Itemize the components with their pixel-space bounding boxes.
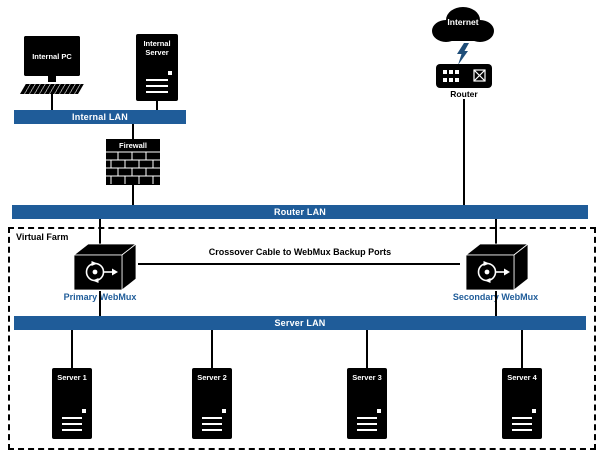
internal-lan-bar: Internal LAN [14, 110, 186, 124]
router-lan-bar: Router LAN [12, 205, 588, 219]
crossover-cable-label: Crossover Cable to WebMux Backup Ports [208, 247, 392, 257]
server-vents-icon [512, 417, 532, 433]
connector-firewall-to-router-lan [132, 185, 134, 205]
internet-node: Internet [430, 4, 496, 46]
connector-router-to-router-lan [463, 99, 465, 205]
firewall-node: Firewall [106, 139, 160, 185]
connector-internal-lan-to-firewall [132, 124, 134, 139]
connector-router-lan-to-secondary-webmux [495, 219, 497, 244]
primary-webmux-node [68, 242, 138, 292]
server-lan-bar: Server LAN [14, 316, 586, 330]
internal-server-label: Internal Server [143, 39, 171, 58]
power-dot-icon [222, 409, 226, 413]
server-vents-icon [62, 417, 82, 433]
server-vents-icon [357, 417, 377, 433]
router-lan-label: Router LAN [274, 207, 326, 217]
power-dot-icon [82, 409, 86, 413]
server-lan-label: Server LAN [274, 318, 326, 328]
server-3-label: Server 3 [352, 373, 382, 382]
webmux-icon [72, 243, 138, 291]
connector-server-lan-to-server-1 [71, 330, 73, 368]
lightning-bolt-icon [457, 43, 469, 65]
connector-internal-server-to-internal-lan [156, 96, 158, 110]
internet-label: Internet [447, 17, 479, 27]
server-vents-icon [202, 417, 222, 433]
internal-pc-node: Internal PC [20, 36, 84, 96]
power-dot-icon [377, 409, 381, 413]
connector-secondary-webmux-to-server-lan [495, 291, 497, 316]
power-dot-icon [532, 409, 536, 413]
internal-pc-label: Internal PC [32, 51, 72, 61]
internal-lan-label: Internal LAN [72, 112, 128, 122]
pc-keyboard-icon [20, 84, 84, 94]
router-label: Router [450, 89, 478, 99]
firewall-brick-icon [106, 139, 160, 185]
connector-server-lan-to-server-3 [366, 330, 368, 368]
pc-stand-icon [48, 76, 56, 82]
server-4-label: Server 4 [507, 373, 537, 382]
webmux-icon [464, 243, 530, 291]
server-3-node: Server 3 [347, 368, 387, 439]
crossover-cable-line [138, 263, 460, 265]
pc-monitor-icon: Internal PC [24, 36, 80, 76]
connector-router-lan-to-primary-webmux [99, 219, 101, 244]
server-2-label: Server 2 [197, 373, 227, 382]
power-dot-icon [168, 71, 172, 75]
server-1-node: Server 1 [52, 368, 92, 439]
connector-pc-to-internal-lan [51, 94, 53, 110]
virtual-farm-label: Virtual Farm [16, 232, 69, 242]
internal-server-node: Internal Server [136, 34, 178, 101]
secondary-webmux-node [460, 242, 530, 292]
connector-primary-webmux-to-server-lan [99, 291, 101, 316]
cloud-icon [432, 7, 494, 42]
connector-server-lan-to-server-4 [521, 330, 523, 368]
server-4-node: Server 4 [502, 368, 542, 439]
server-2-node: Server 2 [192, 368, 232, 439]
router-node [436, 64, 492, 88]
firewall-label: Firewall [119, 141, 147, 150]
server-1-label: Server 1 [57, 373, 87, 382]
connector-server-lan-to-server-2 [211, 330, 213, 368]
server-vents-icon [146, 79, 168, 95]
virtual-farm-boundary [8, 227, 596, 450]
router-icon [436, 64, 492, 88]
